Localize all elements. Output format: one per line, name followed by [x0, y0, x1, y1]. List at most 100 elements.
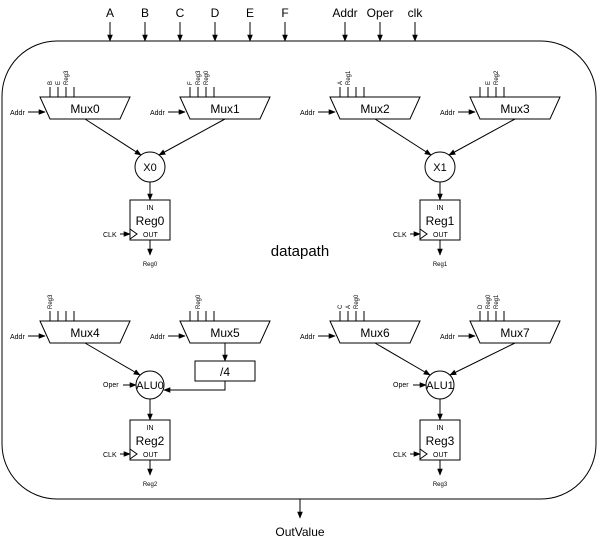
mux-pin-label: A [346, 305, 352, 309]
wires [84, 118, 516, 376]
svg-text:A: A [106, 6, 114, 20]
register-output-label: Reg3 [433, 482, 448, 488]
divider-label: /4 [220, 365, 230, 379]
register-output-label: Reg0 [143, 262, 158, 268]
register-clk-label: CLK [393, 232, 407, 239]
output-value: OutValue [275, 499, 325, 539]
register-name: Reg1 [426, 214, 455, 228]
register-name: Reg0 [136, 214, 165, 228]
svg-text:Oper: Oper [367, 6, 394, 20]
register-out-label: OUT [433, 452, 449, 459]
register-out-label: OUT [433, 232, 449, 239]
svg-text:C: C [176, 6, 185, 20]
mux-label: Mux0 [70, 102, 100, 116]
register-clk-label: CLK [393, 452, 407, 459]
divide-by-4-block: /4 [163, 360, 256, 393]
register-output-label: Reg1 [433, 262, 448, 268]
register-name: Reg3 [426, 434, 455, 448]
input-a: A [106, 6, 114, 42]
clock-triangle [419, 228, 428, 240]
mux-label: Mux6 [360, 326, 390, 340]
mux-label: Mux2 [360, 102, 390, 116]
mux-select-label: Addr [440, 334, 455, 341]
mux-pin-label: Reg0 [486, 294, 492, 309]
operator-label: X1 [433, 162, 446, 174]
mux-pin-label: Reg3 [48, 294, 54, 309]
svg-text:E: E [246, 6, 254, 20]
input-c: C [176, 6, 185, 42]
oper-label: Oper [103, 382, 119, 389]
svg-text:clk: clk [408, 6, 424, 20]
input-b: B [141, 6, 149, 42]
mux-label: Mux4 [70, 326, 100, 340]
x1-operator: X1 [424, 151, 456, 201]
mux-select-label: Addr [150, 334, 165, 341]
mux-label: Mux7 [500, 326, 530, 340]
datapath-container [1, 40, 597, 500]
mux-label: Mux3 [500, 102, 530, 116]
register-out-label: OUT [143, 452, 159, 459]
mux-pin-label: D [478, 304, 484, 309]
operator-label: ALU0 [136, 380, 164, 392]
register-name: Reg2 [136, 434, 165, 448]
mux-pin-label: Reg3 [196, 70, 202, 85]
input-f: F [281, 6, 289, 42]
mux-pin-label: Reg0 [196, 294, 202, 309]
register-in-label: IN [147, 205, 154, 212]
input-oper: Oper [367, 6, 394, 42]
operator-label: ALU1 [426, 380, 454, 392]
register-in-label: IN [147, 425, 154, 432]
mux-label: Mux1 [210, 102, 240, 116]
mux-pin-label: Reg3 [64, 70, 70, 85]
mux-label: Mux5 [210, 326, 240, 340]
mux-pin-label: C [338, 304, 344, 309]
datapath-label: datapath [271, 243, 329, 260]
mux-pin-label: Reg2 [494, 70, 500, 85]
clock-triangle [419, 448, 428, 460]
alu0-operator: ALU0 Oper [103, 370, 165, 421]
mux-pin-label: A [338, 81, 344, 85]
input-d: D [211, 6, 220, 42]
register-out-label: OUT [143, 232, 159, 239]
oper-label: Oper [393, 382, 409, 389]
register-clk-label: CLK [103, 232, 117, 239]
mux-pin-label: E [56, 81, 62, 85]
mux-pin-label: Reg1 [346, 70, 352, 85]
register-in-label: IN [437, 205, 444, 212]
input-clk: clk [408, 6, 424, 42]
mux-pin-label: Reg0 [204, 70, 210, 85]
clock-triangle [129, 448, 138, 460]
mux-pin-label: F [188, 81, 194, 85]
x0-operator: X0 [134, 151, 166, 201]
mux-pin-label: Reg0 [354, 294, 360, 309]
input-e: E [246, 6, 254, 42]
mux-select-label: Addr [10, 334, 25, 341]
register-clk-label: CLK [103, 452, 117, 459]
alu1-operator: ALU1 Oper [393, 370, 455, 421]
register-in-label: IN [437, 425, 444, 432]
svg-text:B: B [141, 6, 149, 20]
mux-select-label: Addr [150, 110, 165, 117]
svg-text:D: D [211, 6, 220, 20]
mux-pin-label: E [486, 81, 492, 85]
mux-select-label: Addr [440, 110, 455, 117]
operator-label: X0 [143, 162, 156, 174]
mux-select-label: Addr [300, 110, 315, 117]
register-output-label: Reg2 [143, 482, 158, 488]
svg-text:Addr: Addr [332, 6, 357, 20]
mux-select-label: Addr [300, 334, 315, 341]
clock-triangle [129, 228, 138, 240]
